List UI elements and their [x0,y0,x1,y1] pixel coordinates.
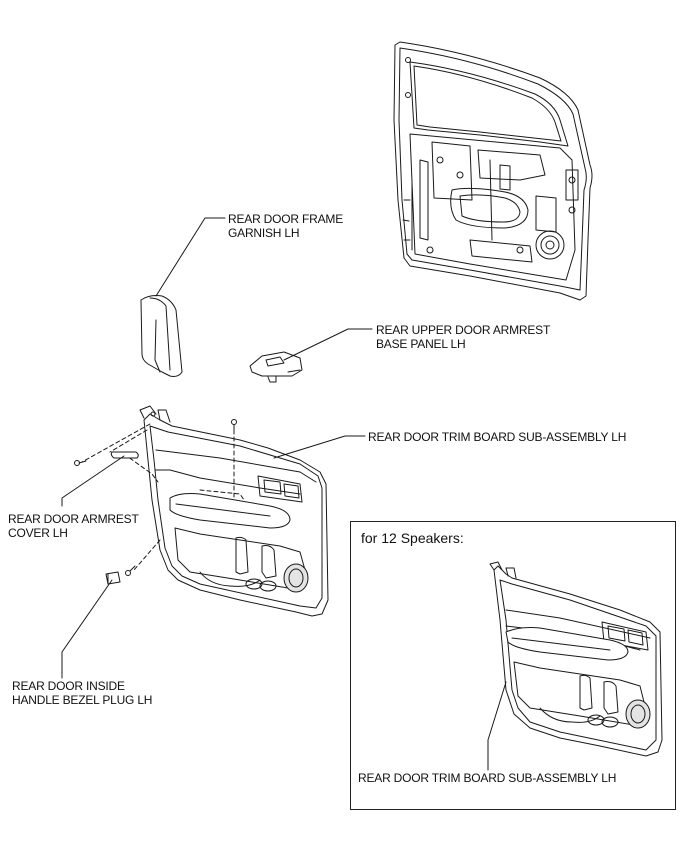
leader-armrest-cover [61,455,125,507]
armrest-cover-part [110,451,139,459]
label-bezel-plug: REAR DOOR INSIDE HANDLE BEZEL PLUG LH [12,679,153,707]
screw-left [74,460,87,466]
leader-frame-garnish [155,217,226,297]
upper-armrest-part [249,351,303,383]
assembly-dashed-lines [81,423,245,571]
screw-lower [125,565,136,576]
bezel-plug-part [105,571,121,585]
label-trim-board: REAR DOOR TRIM BOARD SUB-ASSEMBLY LH [368,430,627,444]
leader-upper-armrest [283,328,373,361]
label-armrest-cover: REAR DOOR ARMREST COVER LH [8,512,139,540]
door-panel-illustration [393,41,593,301]
label-frame-garnish: REAR DOOR FRAME GARNISH LH [228,212,344,240]
frame-garnish-part [140,295,183,377]
leader-inset-trim-board [487,681,507,771]
screw-top [231,419,237,433]
label-upper-armrest: REAR UPPER DOOR ARMREST BASE PANEL LH [376,323,551,351]
leader-bezel-plug [61,579,113,679]
inset-box [350,521,676,810]
leader-trim-board [273,435,366,459]
inset-title: for 12 Speakers: [361,530,464,546]
trim-board-part [139,405,329,617]
inset-trim-board-part [489,561,663,757]
label-inset-trim-board: REAR DOOR TRIM BOARD SUB-ASSEMBLY LH [358,771,617,785]
